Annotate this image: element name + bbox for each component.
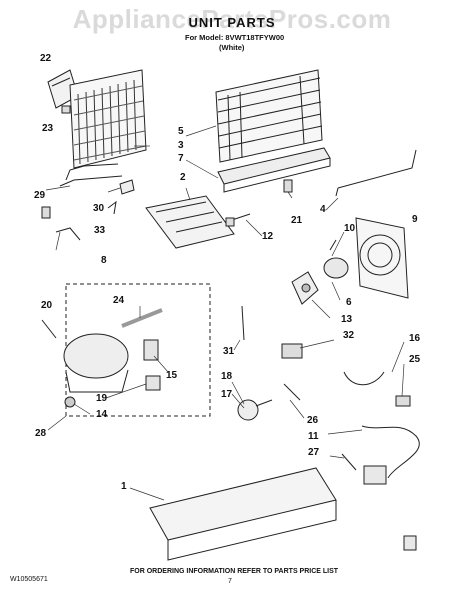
part-26	[283, 383, 301, 401]
part-2-drain-pan	[145, 195, 235, 249]
site-watermark: AppliancePartsPros.com	[72, 4, 392, 34]
color-line: (White)	[219, 43, 245, 52]
part-31-32	[241, 305, 303, 359]
compressor	[63, 333, 129, 408]
callout-7: 7	[178, 153, 184, 164]
part-17-18-wheel	[237, 399, 273, 421]
callout-6: 6	[346, 297, 352, 308]
callout-2: 2	[180, 172, 186, 183]
part-7-trough	[217, 147, 331, 193]
part-15-relay	[143, 339, 159, 361]
page-title: UNIT PARTS	[188, 15, 276, 30]
callout-12: 12	[262, 231, 274, 242]
part-1-base	[149, 467, 337, 561]
callout-21: 21	[291, 215, 303, 226]
part-33-8	[55, 200, 117, 241]
callout-31: 31	[223, 346, 235, 357]
callout-11: 11	[308, 431, 319, 442]
callout-26: 26	[307, 415, 319, 426]
part-27-screw	[341, 453, 357, 471]
model-line: For Model: 8VWT18TFYW00	[185, 33, 285, 42]
callout-33: 33	[94, 225, 106, 236]
part-19-overload	[145, 375, 161, 391]
callout-29: 29	[34, 190, 46, 201]
callout-17: 17	[221, 389, 233, 400]
callout-32: 32	[343, 330, 355, 341]
callout-14: 14	[96, 409, 108, 420]
callout-30: 30	[93, 203, 105, 214]
leader-lines	[45, 125, 405, 501]
callout-27: 27	[308, 447, 320, 458]
document-number: W10505671	[10, 576, 48, 583]
callout-24: 24	[113, 295, 125, 306]
callout-1: 1	[121, 481, 127, 492]
callout-13: 13	[341, 314, 353, 325]
part-13-fan-blade	[291, 271, 319, 305]
callout-4: 4	[320, 204, 326, 215]
callout-16: 16	[409, 333, 421, 344]
part-16-25	[343, 371, 411, 407]
callout-10: 10	[344, 223, 356, 234]
page-number: 7	[228, 578, 232, 585]
ordering-note: FOR ORDERING INFORMATION REFER TO PARTS …	[130, 568, 339, 575]
part-29-30	[41, 179, 135, 219]
part-21-connector	[283, 179, 293, 193]
part-20-screw	[41, 319, 57, 339]
callout-3: 3	[178, 140, 184, 151]
part-5-evaporator	[215, 69, 323, 163]
part-10-fan-motor	[323, 239, 349, 279]
callout-23: 23	[42, 123, 54, 134]
part-24-rod	[121, 308, 163, 328]
callout-20: 20	[41, 300, 53, 311]
callout-9: 9	[412, 214, 418, 225]
callout-25: 25	[409, 354, 421, 365]
callout-8: 8	[101, 255, 107, 266]
callout-15: 15	[166, 370, 178, 381]
part-11-wire-harness	[361, 425, 420, 551]
part-23-clip	[61, 105, 71, 114]
callout-5: 5	[178, 126, 184, 137]
callout-18: 18	[221, 371, 233, 382]
callout-28: 28	[35, 428, 47, 439]
part-3-condenser	[59, 69, 147, 187]
part-9-fan-shroud	[355, 217, 409, 299]
part-12-tube	[225, 213, 251, 227]
part-4-heater	[335, 149, 417, 197]
callout-22: 22	[40, 53, 52, 64]
callout-19: 19	[96, 393, 108, 404]
